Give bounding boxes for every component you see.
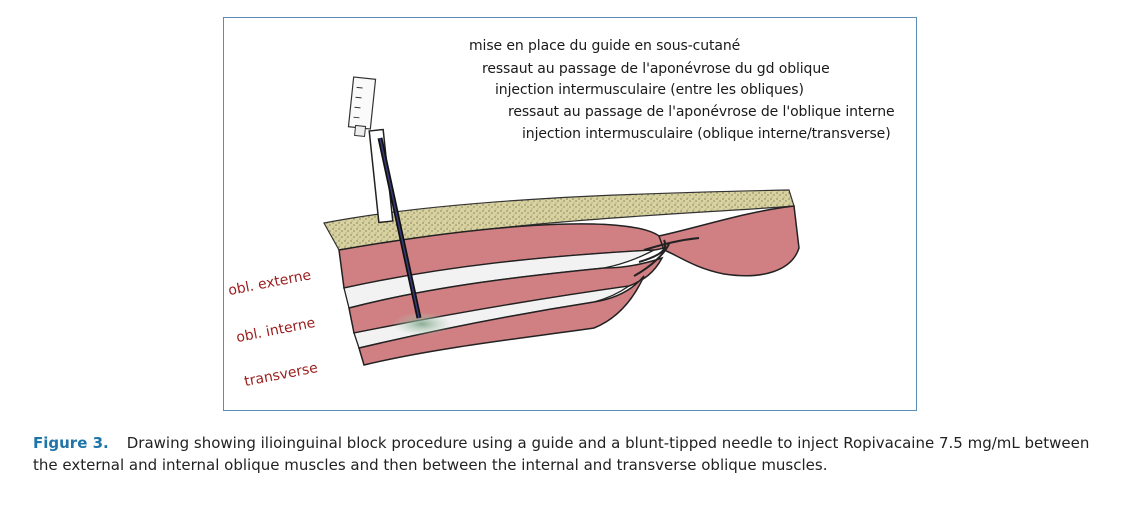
- figure-caption: Figure 3.Drawing showing ilioinguinal bl…: [33, 432, 1113, 476]
- abdominal-wall-diagram: [323, 76, 800, 366]
- step-5: injection intermusculaire (oblique inter…: [522, 126, 891, 142]
- figure-number: Figure 3.: [33, 434, 109, 452]
- injectate-cloud: [392, 312, 452, 336]
- aponeurosis-lines: [633, 237, 700, 277]
- caption-text: Drawing showing ilioinguinal block proce…: [33, 434, 1090, 474]
- syringe-icon: [347, 76, 394, 224]
- rectus-bulge: [658, 205, 800, 277]
- step-4: ressaut au passage de l'aponévrose de l'…: [508, 104, 895, 120]
- figure-frame: mise en place du guide en sous-cutané re…: [223, 17, 917, 411]
- step-1: mise en place du guide en sous-cutané: [469, 38, 741, 54]
- procedure-steps: mise en place du guide en sous-cutané re…: [224, 18, 916, 168]
- step-3: injection intermusculaire (entre les obl…: [495, 82, 804, 98]
- transverse-muscle: [358, 275, 645, 366]
- step-2: ressaut au passage de l'aponévrose du gd…: [482, 61, 830, 77]
